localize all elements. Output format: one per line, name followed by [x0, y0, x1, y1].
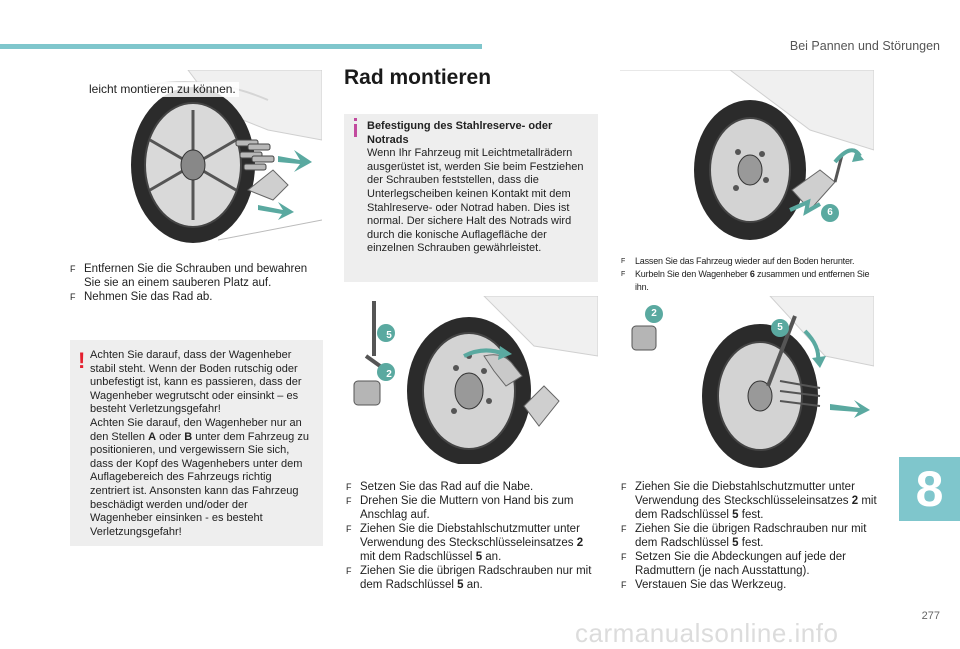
chapter-tab: 8: [899, 457, 960, 521]
page-number: 277: [921, 610, 940, 622]
warning-box: ! Achten Sie darauf, dass der Wagenheber…: [70, 340, 323, 546]
info-box: Befestigung des Stahlreserve- oder Notra…: [344, 114, 598, 282]
warning-paragraph: Achten Sie darauf, den Wagenheber nur an…: [90, 416, 309, 538]
intro-text: leicht montieren zu können.: [86, 82, 239, 97]
jack-lowering-illustration: [620, 70, 874, 246]
info-title: Befestigung des Stahlreserve- oder Notra…: [367, 120, 553, 146]
warning-icon: !: [78, 348, 86, 373]
header-accent-bar: [0, 44, 482, 49]
warning-paragraph: Achten Sie darauf, dass der Wagenheber s…: [90, 349, 302, 416]
watermark: carmanualsonline.info: [575, 618, 839, 648]
info-body: Wenn Ihr Fahrzeug mit Leichtmetallrädern…: [367, 147, 584, 255]
wheel-tightening-illustration: [620, 296, 874, 472]
callout-2: 2: [386, 369, 392, 380]
wheel-mounting-illustration: [344, 296, 598, 464]
section-title: Bei Pannen und Störungen: [789, 39, 940, 53]
callout-2-right: 2: [651, 308, 657, 319]
wheel-removal-illustration: [68, 70, 322, 248]
callout-5: 5: [386, 330, 392, 341]
callout-5-right: 5: [777, 322, 783, 333]
page-heading: Rad montieren: [344, 66, 492, 89]
chapter-number: 8: [915, 461, 944, 517]
info-icon: [354, 118, 357, 121]
callout-6: 6: [827, 207, 833, 218]
